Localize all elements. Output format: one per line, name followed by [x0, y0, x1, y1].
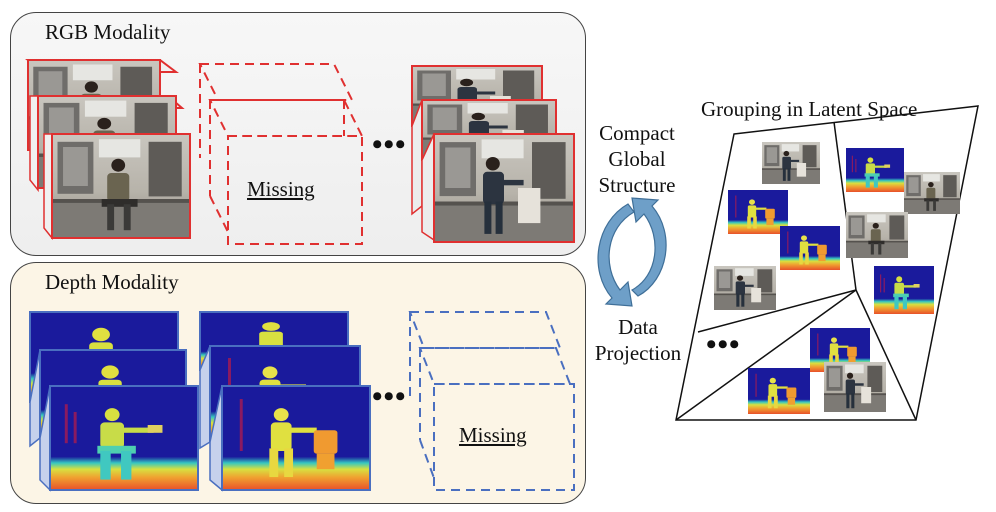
cluster-divider: [833, 121, 857, 291]
compact-global-structure-label: Compact Global Structure: [598, 121, 676, 197]
rgb-missing-stack: [198, 63, 364, 245]
latent-space-region: [675, 105, 979, 421]
rgb-frame: [29, 95, 185, 193]
latent-space-title: Grouping in Latent Space: [701, 97, 918, 121]
depth-ellipsis: •••: [372, 380, 407, 413]
rgb-frame-stack-1: [25, 59, 191, 241]
latent-thumbnail: [824, 362, 886, 412]
latent-thumbnail: [874, 266, 934, 314]
latent-thumbnail: [846, 148, 904, 192]
depth-frame-stack-2: [199, 311, 371, 492]
rgb-ellipsis: •••: [372, 128, 407, 161]
rgb-frame: [421, 133, 575, 243]
latent-ellipsis: •••: [706, 328, 741, 361]
cycle-arrow-up: [631, 197, 667, 297]
latent-thumbnail: [748, 368, 810, 414]
rgb-frame-stack-2: [411, 65, 575, 243]
depth-frame-stack-1: [29, 311, 199, 492]
cluster-divider: [675, 289, 857, 421]
depth-modality-title: Depth Modality: [45, 270, 179, 294]
depth-missing-stack: [408, 311, 575, 491]
cycle-arrow-down: [597, 203, 635, 307]
cluster-divider: [697, 289, 857, 333]
depth-frame: [39, 385, 199, 492]
latent-thumbnail: [714, 266, 776, 310]
latent-thumbnail: [780, 226, 840, 270]
depth-missing-label: Missing: [459, 423, 527, 447]
cluster-divider: [855, 289, 917, 421]
latent-thumbnail: [846, 212, 908, 258]
rgb-frame: [43, 133, 191, 241]
cycle-arrows: [597, 197, 667, 307]
latent-thumbnail: [728, 190, 788, 234]
rgb-modality-title: RGB Modality: [45, 20, 171, 44]
rgb-missing-label: Missing: [247, 177, 315, 201]
latent-thumbnail: [762, 142, 820, 184]
latent-thumbnail: [904, 172, 960, 214]
data-projection-label: Data Projection: [594, 315, 682, 365]
depth-frame: [209, 385, 371, 492]
